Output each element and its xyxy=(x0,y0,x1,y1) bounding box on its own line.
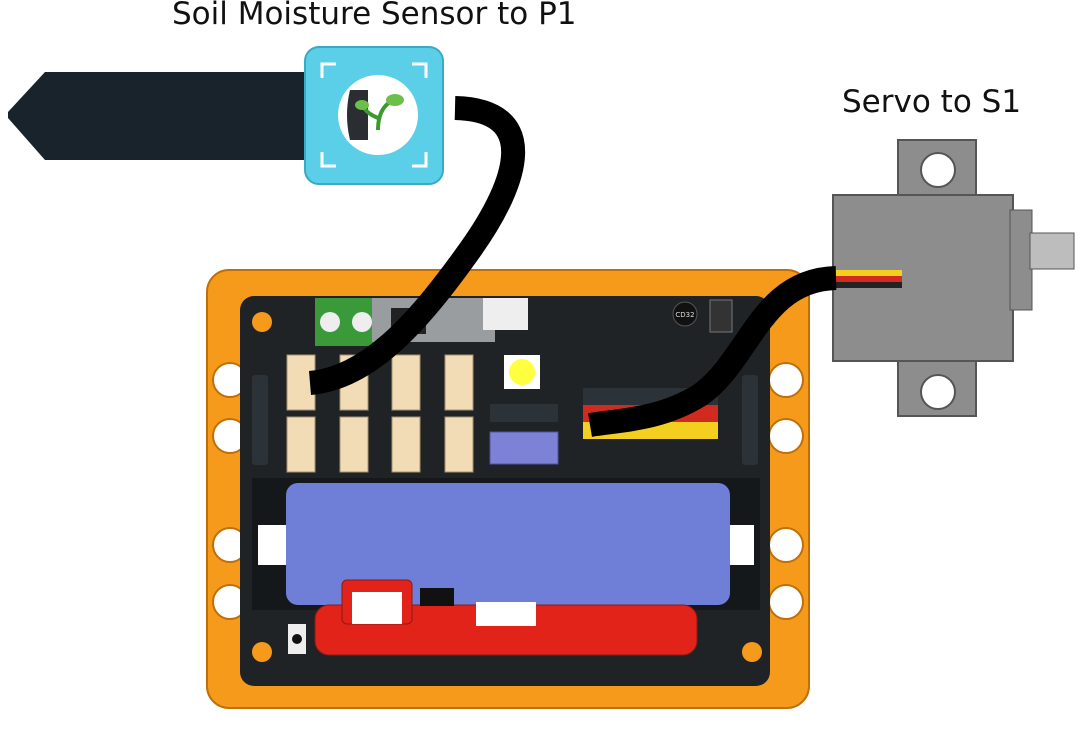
expansion-board: CD32 xyxy=(206,269,810,709)
left-header xyxy=(252,375,268,465)
port-connectors xyxy=(286,354,474,473)
inductor xyxy=(672,301,698,327)
inductor-marking: CD32 xyxy=(675,311,694,319)
soil-moisture-sensor xyxy=(8,46,444,185)
frame-holes xyxy=(212,362,804,620)
battery xyxy=(286,483,730,605)
purple-connector xyxy=(489,431,559,465)
servo xyxy=(832,139,1075,417)
i2c-header xyxy=(490,404,558,422)
sensor-probe-icon xyxy=(347,90,368,140)
servo-shaft xyxy=(1029,232,1075,270)
usb-port xyxy=(483,298,528,330)
sensor-caption: Soil Moisture Sensor to P1 xyxy=(172,0,577,32)
sensor-probe xyxy=(8,72,310,160)
right-header xyxy=(742,375,758,465)
servo-caption: Servo to S1 xyxy=(842,84,1022,120)
sensor-cable xyxy=(308,96,526,395)
sensor-corner-marks xyxy=(320,62,428,168)
servo-cable xyxy=(588,266,837,437)
